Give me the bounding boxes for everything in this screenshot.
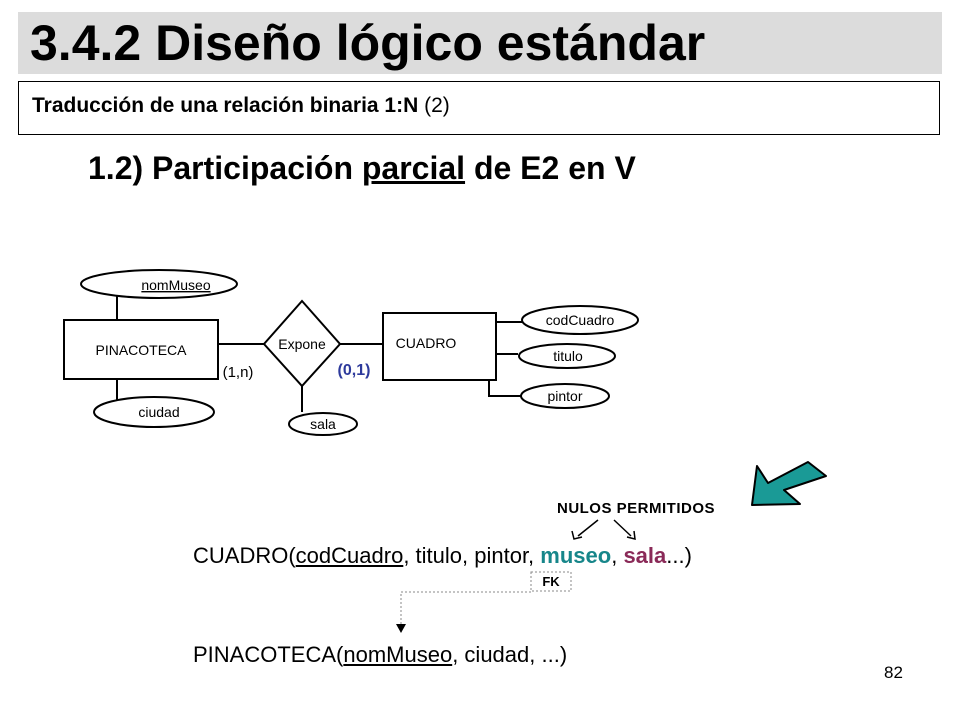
schema-cuadro-museo: museo [540, 543, 612, 568]
subtitle-box: Traducción de una relación binaria 1:N (… [18, 81, 940, 135]
pointer-arrow-icon [751, 461, 827, 506]
schema-cuadro: CUADRO(codCuadro, titulo, pintor, museo,… [193, 543, 692, 569]
subtitle-plain: (2) [418, 94, 450, 117]
page-number: 82 [884, 663, 903, 682]
schema-pinacoteca-rest: , ciudad, ...) [452, 642, 568, 667]
attr-sala-label: sala [310, 416, 336, 432]
relationship-expone [262, 299, 342, 388]
title-bar: 3.4.2 Diseño lógico estándar [18, 12, 942, 74]
attr-pintor-label: pintor [547, 388, 582, 404]
attr-sala [288, 412, 358, 436]
arrow-to-museo [577, 519, 599, 537]
entity-pinacoteca-label: PINACOTECA [95, 342, 187, 358]
attr-ciudad-label: ciudad [138, 404, 179, 420]
heading-underlined: parcial [361, 150, 466, 186]
schema-cuadro-sala: sala [623, 543, 667, 568]
line-pintor [488, 380, 522, 397]
arrow-to-sala-head-icon [626, 530, 636, 540]
schema-pinacoteca: PINACOTECA(nomMuseo, ciudad, ...) [193, 642, 567, 668]
cardinality-left: (1,n) [223, 364, 254, 381]
slide-subtitle: Traducción de una relación binaria 1:N (… [32, 94, 450, 118]
heading-prefix: 1.2) Participación [88, 150, 362, 186]
nulos-permitidos-label: NULOS PERMITIDOS [557, 500, 715, 517]
attr-codcuadro-label: codCuadro [546, 312, 615, 328]
attr-ciudad [93, 396, 215, 428]
schema-pinacoteca-pk: nomMuseo [343, 642, 453, 667]
arrow-to-museo-head-icon [571, 530, 583, 540]
schema-pinacoteca-open: PINACOTECA( [193, 642, 344, 667]
subtitle-bold: Traducción de una relación binaria 1:N [32, 94, 419, 117]
slide-title: 3.4.2 Diseño lógico estándar [30, 15, 706, 71]
schema-cuadro-open: CUADRO( [193, 543, 296, 568]
fk-connector [400, 591, 531, 626]
schema-cuadro-pk: codCuadro [295, 543, 404, 568]
entity-pinacoteca [63, 319, 219, 380]
attr-nommuseo [80, 269, 238, 299]
arrow-to-sala [613, 519, 632, 537]
heading-suffix: de E2 en V [465, 150, 636, 186]
entity-cuadro-label: CUADRO [396, 335, 457, 351]
fk-box [530, 571, 572, 592]
cardinality-right: (0,1) [338, 362, 371, 379]
attr-titulo [518, 343, 616, 369]
schema-cuadro-mid: , titulo, pintor, [403, 543, 541, 568]
entity-cuadro [382, 312, 497, 381]
attr-codcuadro [521, 305, 639, 335]
schema-cuadro-close: ...) [666, 543, 692, 568]
attr-titulo-label: titulo [553, 348, 583, 364]
relationship-expone-label: Expone [278, 336, 326, 352]
schema-cuadro-comma: , [611, 543, 624, 568]
attr-nommuseo-label: nomMuseo [141, 277, 210, 293]
attr-pintor [520, 383, 610, 409]
section-heading: 1.2) Participación parcial de E2 en V [88, 150, 636, 187]
fk-arrow-head-icon [396, 624, 406, 633]
fk-label: FK [542, 574, 560, 589]
